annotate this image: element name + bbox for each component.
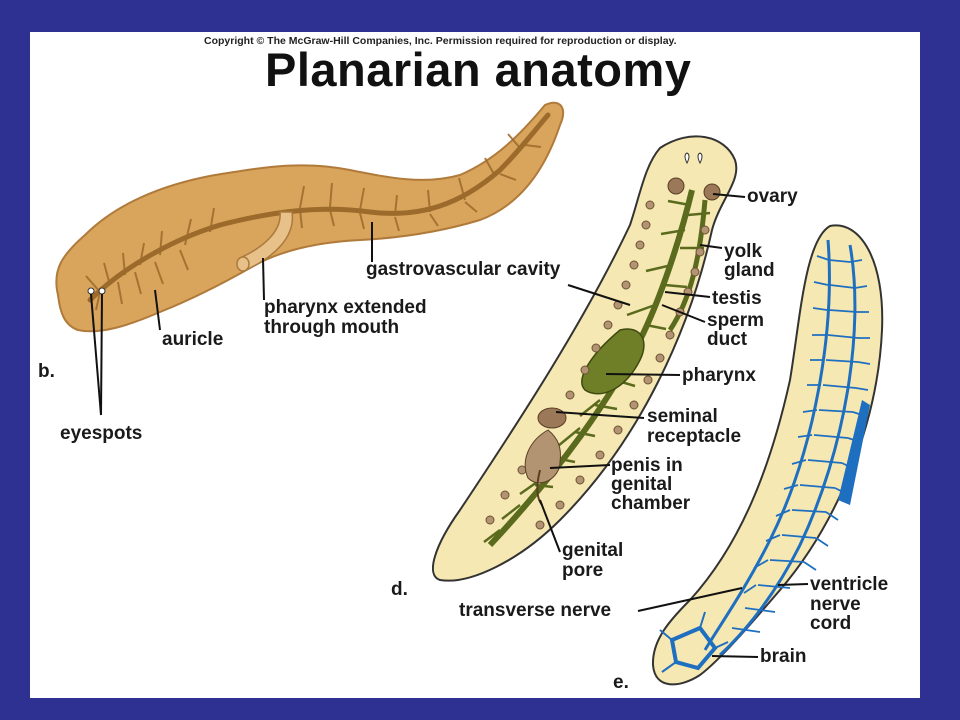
nervous-system-body <box>651 224 884 686</box>
label-pharynx-extended-line1: pharynx extended <box>264 297 427 318</box>
extended-pharynx <box>236 211 294 272</box>
copyright-notice: Copyright © The McGraw-Hill Companies, I… <box>204 35 677 47</box>
label-transverse-nerve: transverse nerve <box>459 600 612 621</box>
part-label-d: d. <box>391 579 408 600</box>
label-pharynx-extended-line2: through mouth <box>264 317 400 338</box>
page-title: Planarian anatomy <box>265 43 692 96</box>
label-yolk-gland-line2: gland <box>724 260 775 281</box>
label-yolk-gland-line1: yolk <box>724 241 763 262</box>
external-planarian-body <box>55 101 565 333</box>
leader-lines-d <box>539 193 746 553</box>
leader-lines-e <box>637 583 809 658</box>
label-penis-line1: penis in <box>611 455 683 476</box>
label-ovary: ovary <box>747 186 798 207</box>
label-penis-line3: chamber <box>611 493 691 514</box>
label-testis: testis <box>712 288 762 309</box>
label-eyespots: eyespots <box>60 423 143 444</box>
label-gastrovascular-cavity: gastrovascular cavity <box>366 259 561 280</box>
part-label-e: e. <box>613 672 629 693</box>
leader-lines-b <box>90 222 373 416</box>
label-genital-pore-line2: pore <box>562 560 604 581</box>
label-ventricle-nerve-cord-line1: ventricle <box>810 574 889 595</box>
internal-planarian-body <box>431 135 738 582</box>
label-penis-line2: genital <box>611 474 673 495</box>
label-seminal-receptacle-line2: receptacle <box>647 426 742 447</box>
label-seminal-receptacle-line1: seminal <box>647 406 718 427</box>
label-pharynx: pharynx <box>682 365 756 386</box>
label-sperm-duct-line2: duct <box>707 329 748 350</box>
label-sperm-duct-line1: sperm <box>707 310 765 331</box>
label-ventricle-nerve-cord-line3: cord <box>810 613 852 634</box>
label-brain: brain <box>760 646 807 667</box>
label-ventricle-nerve-cord-line2: nerve <box>810 594 861 615</box>
label-auricle: auricle <box>162 329 224 350</box>
part-label-b: b. <box>38 361 55 382</box>
label-genital-pore-line1: genital <box>562 540 624 561</box>
